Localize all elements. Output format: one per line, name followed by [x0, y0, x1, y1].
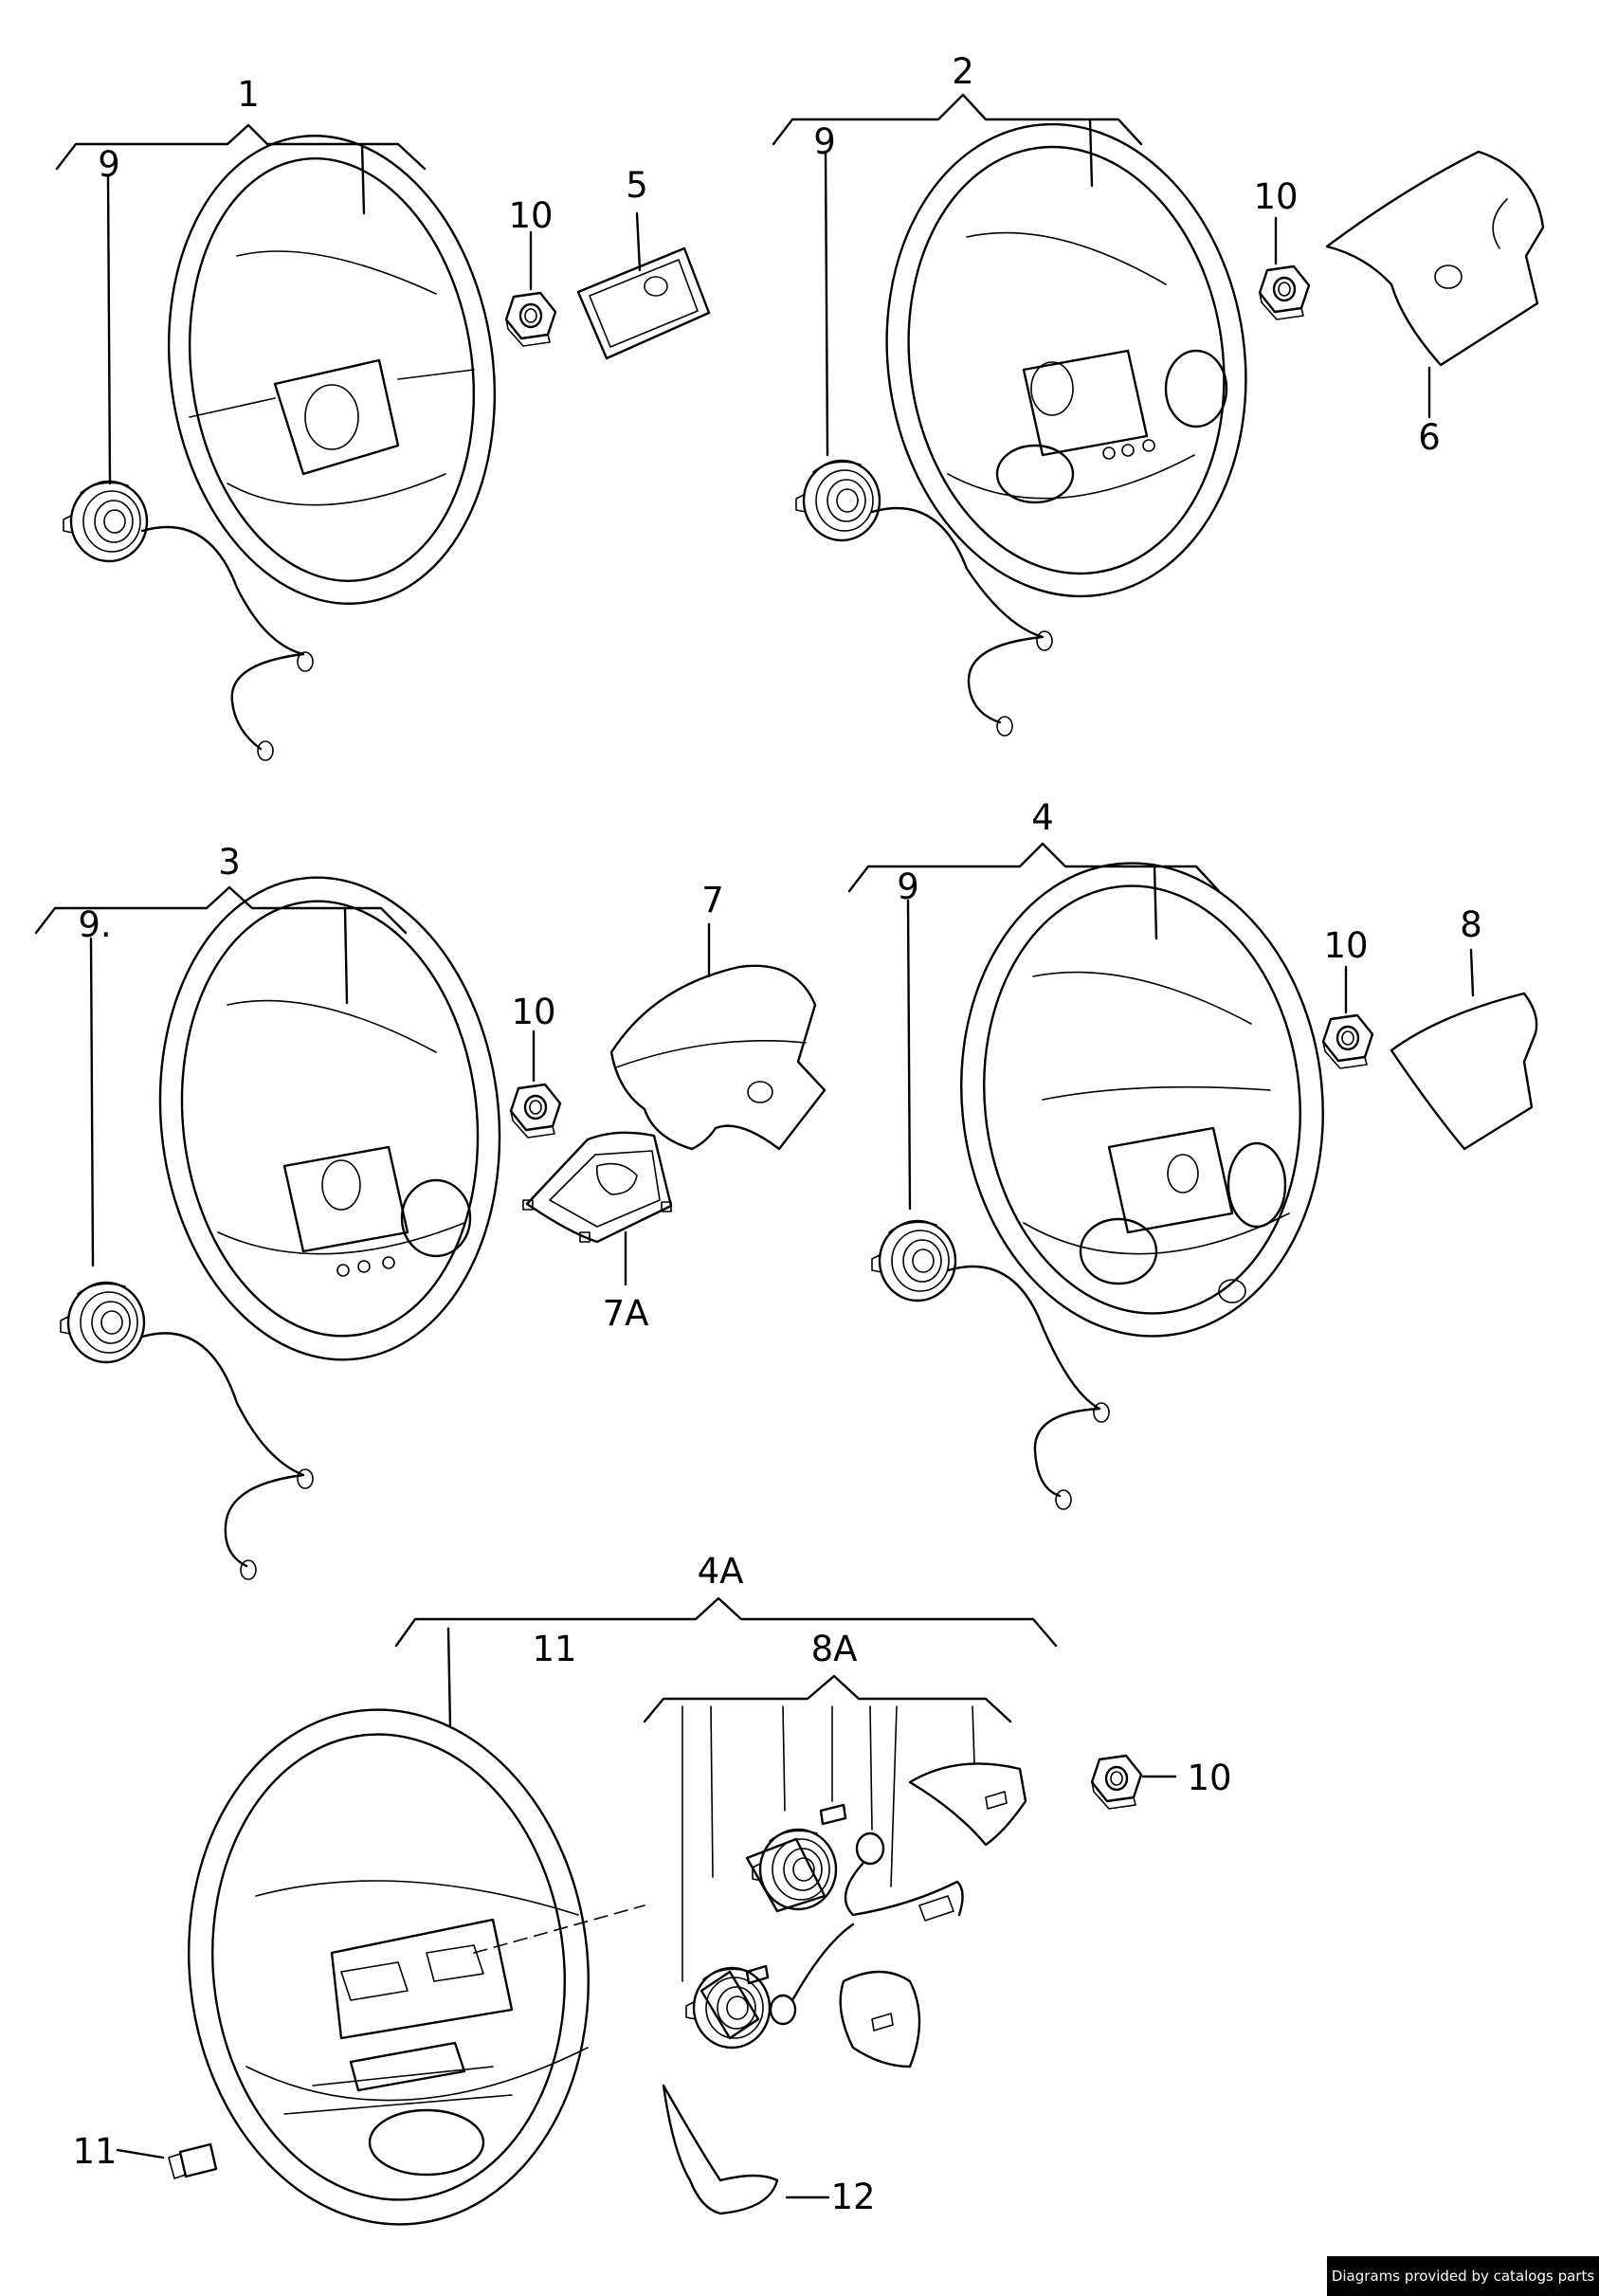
label-9dot: 9.	[78, 904, 111, 945]
label-12: 12	[830, 2177, 875, 2217]
label-10: 10	[1323, 925, 1368, 966]
bracket-8A	[643, 1674, 1012, 1723]
nut-10	[1258, 264, 1311, 321]
assembly-2: 2 9	[772, 51, 1247, 737]
label-7A: 7A	[603, 1293, 649, 1334]
label-8A: 8A	[811, 1629, 858, 1669]
bracket-3	[34, 885, 408, 935]
label-6: 6	[1418, 417, 1441, 458]
diagram-credit: Diagrams provided by catalogs parts	[1327, 2256, 1599, 2296]
frame-7A: 7A	[522, 1131, 673, 1334]
bracket-4A	[394, 1596, 1058, 1648]
nut-10	[509, 1083, 562, 1139]
assembly-1: 1 9	[55, 74, 497, 761]
label-11: 11	[72, 2131, 117, 2172]
emblem-5: 5	[576, 165, 711, 360]
label-10: 10	[1253, 176, 1298, 217]
label-1: 1	[237, 74, 260, 115]
bracket-2	[772, 93, 1143, 146]
label-4A: 4A	[698, 1551, 744, 1592]
label-9: 9	[813, 121, 836, 162]
label-3: 3	[218, 842, 241, 883]
label-9: 9	[98, 144, 120, 185]
label-4: 4	[1031, 797, 1054, 838]
label-8: 8	[1460, 904, 1482, 945]
label-9: 9	[897, 866, 919, 907]
label-10: 10	[1187, 1758, 1231, 1798]
label-11: 11	[532, 1629, 576, 1669]
airbag-cover-6: 6	[1325, 150, 1545, 458]
assembly-3: 3 9.	[34, 842, 501, 1580]
label-10: 10	[511, 992, 555, 1032]
label-7: 7	[701, 880, 724, 920]
label-2: 2	[952, 51, 974, 92]
label-10: 10	[508, 195, 553, 236]
airbag-cover-7: 7	[609, 880, 827, 1151]
bracket-1	[55, 123, 427, 171]
assembly-4: 4 9	[847, 797, 1324, 1510]
nut-10	[504, 291, 557, 348]
bracket-4	[847, 842, 1221, 893]
label-5: 5	[626, 165, 648, 206]
nut-10	[1321, 1013, 1374, 1070]
assembly-4A: 4A 11 11 8A	[72, 1551, 1058, 2226]
nut-10	[1090, 1754, 1143, 1811]
airbag-cover-8: 8	[1390, 904, 1538, 1151]
